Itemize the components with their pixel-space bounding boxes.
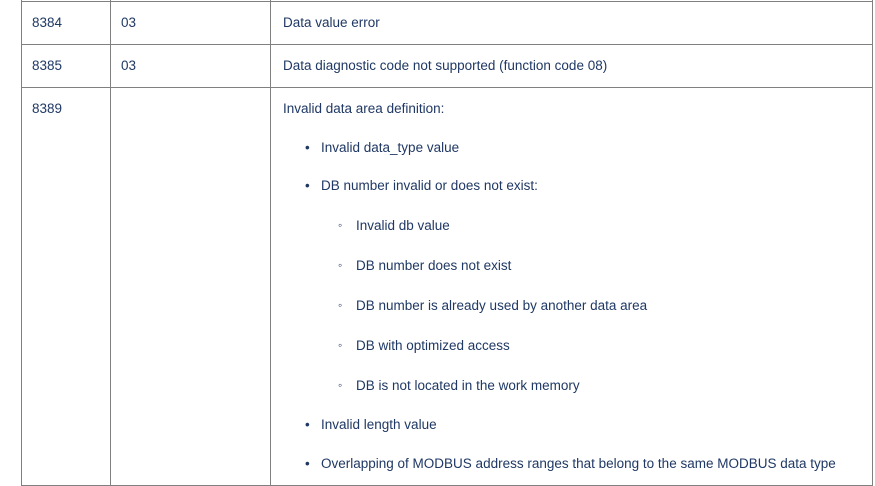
list-item: ◦ DB with optimized access: [321, 337, 862, 356]
function-code-value: 03: [121, 15, 137, 30]
bullet-hollow-circle-icon: ◦: [338, 338, 343, 353]
list-item: ◦ DB number does not exist: [321, 257, 862, 276]
cell-description: Data value error: [270, 1, 873, 45]
bullet-filled-disc-icon: •: [305, 178, 310, 194]
bullet-list-level2: ◦ Invalid db value ◦ DB number does not …: [321, 217, 862, 395]
list-item-label: Invalid length value: [321, 416, 437, 432]
cell-function-code: [110, 87, 271, 486]
list-item-label: Overlapping of MODBUS address ranges tha…: [321, 455, 836, 471]
document-page: 8384 03 Data value error 8385 03 Data: [21, 0, 873, 486]
error-code-value: 8384: [32, 15, 63, 30]
list-item-label: DB with optimized access: [356, 338, 510, 354]
list-item: • Invalid length value: [283, 416, 862, 435]
list-item: ◦ DB is not located in the work memory: [321, 377, 862, 396]
list-item-label: DB number does not exist: [356, 258, 512, 274]
error-code-value: 8389: [32, 101, 63, 116]
list-item-label: Invalid db value: [356, 218, 450, 234]
error-code-table: 8384 03 Data value error 8385 03 Data: [21, 0, 873, 486]
list-item-label: DB is not located in the work memory: [356, 377, 580, 393]
description-text: Data value error: [283, 15, 380, 30]
table-row: 8385 03 Data diagnostic code not support…: [21, 44, 873, 88]
list-item: • Invalid data_type value: [283, 139, 862, 158]
list-item: • DB number invalid or does not exist: ◦…: [283, 177, 862, 395]
bullet-list-level1: • Invalid data_type value • DB number in…: [283, 139, 862, 474]
function-code-value: 03: [121, 58, 137, 73]
list-item: ◦ DB number is already used by another d…: [321, 297, 862, 316]
list-item-label: DB number is already used by another dat…: [356, 298, 648, 314]
description-lead: Invalid data area definition:: [283, 101, 445, 116]
bullet-filled-disc-icon: •: [305, 455, 310, 471]
table-row: 8389 Invalid data area definition: • Inv…: [21, 87, 873, 486]
cell-description: Invalid data area definition: • Invalid …: [270, 87, 873, 486]
list-item-label: Invalid data_type value: [321, 139, 460, 155]
bullet-filled-disc-icon: •: [305, 139, 310, 155]
table-row: 8384 03 Data value error: [21, 1, 873, 45]
list-item: ◦ Invalid db value: [321, 217, 862, 236]
bullet-hollow-circle-icon: ◦: [338, 298, 343, 313]
cell-error-code: 8384: [21, 1, 111, 45]
function-code-value: [111, 88, 270, 110]
description-text: Data diagnostic code not supported (func…: [283, 58, 608, 73]
list-item-label: DB number invalid or does not exist:: [321, 178, 538, 194]
bullet-hollow-circle-icon: ◦: [338, 218, 343, 233]
cell-description: Data diagnostic code not supported (func…: [270, 44, 873, 88]
bullet-hollow-circle-icon: ◦: [338, 377, 343, 392]
cell-function-code: 03: [110, 44, 271, 88]
cell-error-code: 8389: [21, 87, 111, 486]
bullet-filled-disc-icon: •: [305, 416, 310, 432]
error-code-value: 8385: [32, 58, 63, 73]
cell-function-code: 03: [110, 1, 271, 45]
bullet-hollow-circle-icon: ◦: [338, 258, 343, 273]
list-item: • Overlapping of MODBUS address ranges t…: [283, 455, 862, 474]
cell-error-code: 8385: [21, 44, 111, 88]
description-block: Invalid data area definition: • Invalid …: [271, 88, 872, 485]
